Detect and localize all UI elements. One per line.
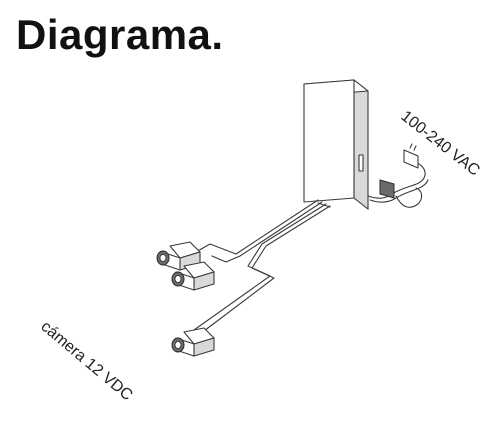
- camera-icon: [171, 327, 215, 357]
- power-label: 100-240 VAC: [398, 108, 483, 180]
- camera-cables: [193, 199, 331, 335]
- ac-power-cord: [367, 143, 429, 208]
- page-title: Diagrama.: [16, 11, 224, 58]
- camera-label: cámera 12 VDC: [37, 318, 135, 404]
- camera-icon: [171, 261, 215, 291]
- power-supply-box: [303, 78, 369, 211]
- camera-icon: [156, 241, 201, 271]
